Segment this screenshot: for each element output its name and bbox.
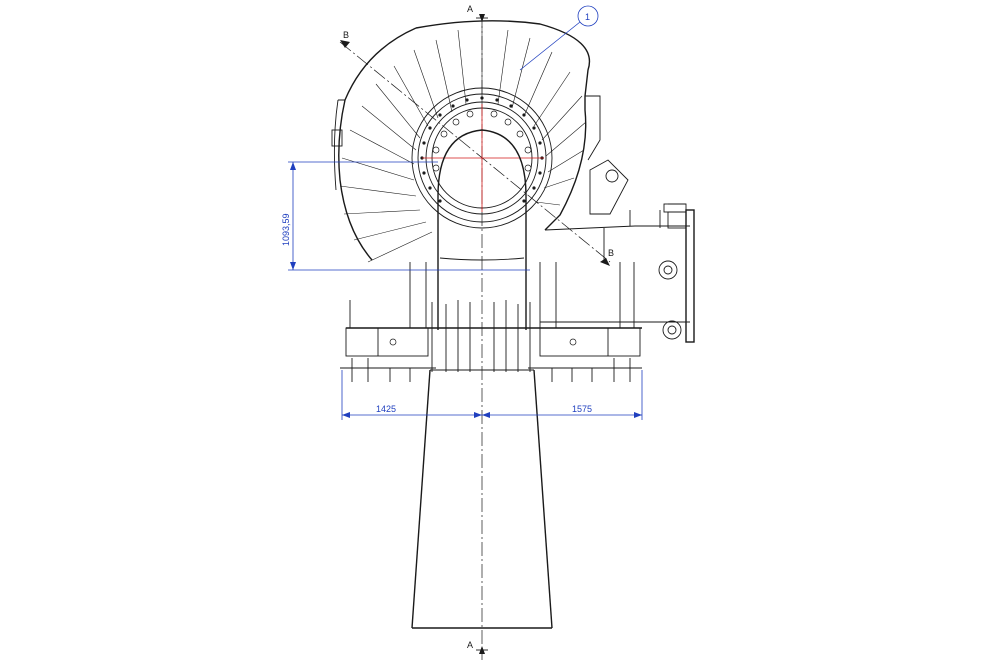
bolt-circle xyxy=(420,96,544,203)
section-marker-a-bottom: A xyxy=(467,640,488,654)
section-marker-b-lower: B xyxy=(600,248,614,266)
guide-vane-pins xyxy=(432,110,532,172)
balloon-number: 1 xyxy=(585,12,590,22)
dimension-vertical: 1093,59 xyxy=(281,161,530,271)
base-frame xyxy=(340,262,642,382)
section-label-b-lower: B xyxy=(608,248,614,258)
section-label-b-upper: B xyxy=(343,30,349,40)
section-label-a-bottom: A xyxy=(467,640,473,650)
dimension-horizontal: 1425 1575 xyxy=(341,370,643,420)
stay-vanes xyxy=(339,26,587,263)
spiral-casing xyxy=(331,20,601,263)
runner-center-mark xyxy=(422,104,544,212)
dimension-left-value: 1425 xyxy=(376,404,396,414)
dimension-right-value: 1575 xyxy=(572,404,592,414)
section-label-a-top: A xyxy=(467,4,473,14)
draft-tube-fins xyxy=(431,300,531,372)
anchor-bolts xyxy=(351,358,631,382)
centerline-b xyxy=(339,41,611,263)
dimension-vertical-value: 1093,59 xyxy=(281,213,291,246)
draft-tube xyxy=(411,129,553,629)
balloon-1: 1 xyxy=(519,5,599,71)
section-marker-b-upper: B xyxy=(340,30,350,48)
inlet-pipe xyxy=(540,159,695,343)
section-marker-a-top: A xyxy=(467,4,488,22)
